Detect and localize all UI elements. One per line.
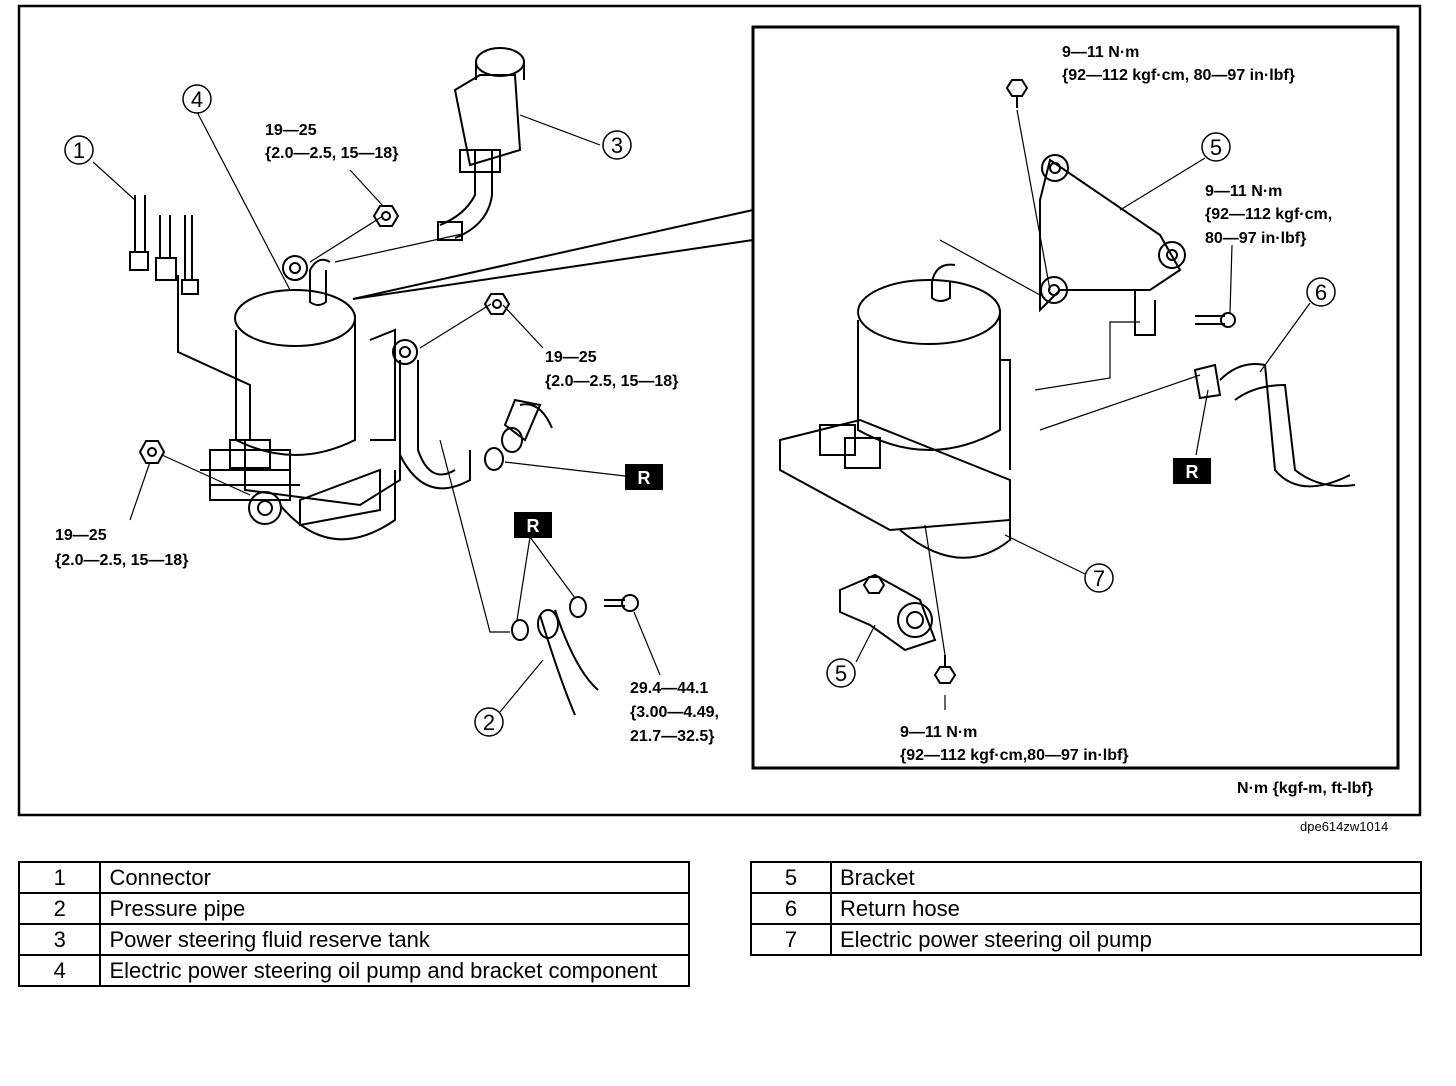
torque-1-line2: {2.0—2.5, 15—18} [265,145,398,162]
figure-code: dpe614zw1014 [1300,819,1389,834]
torque-5-line2: {92—112 kgf·cm, 80—97 in·lbf} [1062,67,1295,84]
svg-text:R: R [527,516,540,536]
svg-text:R: R [1186,462,1199,482]
units-note: N·m {kgf-m, ft-lbf} [1237,780,1373,797]
table-row: 2 Pressure pipe [17,892,690,925]
callout-7: 7 [1093,566,1105,591]
replace-mark-3: R [1173,458,1211,484]
torque-4-line2: {3.00—4.49, [630,704,719,721]
torque-3-line2: {2.0—2.5, 15—18} [55,552,188,569]
part-number: 1 [17,861,102,894]
part-number: 7 [750,923,832,956]
callout-1: 1 [73,138,85,163]
part-name: Electric power steering oil pump [830,923,1422,956]
part-name: Pressure pipe [99,892,690,925]
part-name: Electric power steering oil pump and bra… [99,954,690,987]
table-row: 3 Power steering fluid reserve tank [17,923,690,956]
torque-5-line1: 9—11 N·m [1062,44,1139,61]
torque-6-line3: 80—97 in·lbf} [1205,230,1306,247]
parts-table-left: 1 Connector 2 Pressure pipe 3 Power stee… [17,861,690,987]
torque-2-line1: 19—25 [545,349,597,366]
detail-return-hose-drawing [1193,363,1356,488]
detail-frame [751,25,1400,770]
svg-text:R: R [638,468,651,488]
callout-4: 4 [191,87,203,112]
callout-2: 2 [483,710,495,735]
part-number: 5 [750,861,832,894]
torque-3-line1: 19—25 [55,527,107,544]
part-name: Bracket [830,861,1422,894]
part-number: 3 [17,923,102,956]
torque-1-line1: 19—25 [265,122,317,139]
torque-2-line2: {2.0—2.5, 15—18} [545,373,678,390]
table-row: 5 Bracket [750,861,1422,894]
table-row: 6 Return hose [750,892,1422,925]
torque-6-line2: {92—112 kgf·cm, [1205,206,1332,223]
replace-mark-1: R [625,464,663,490]
part-name: Connector [99,861,690,894]
outer-frame [17,4,1422,817]
torque-7-line1: 9—11 N·m [900,724,977,741]
detail-bracket-upper-drawing [1039,154,1186,336]
table-row: 4 Electric power steering oil pump and b… [17,954,690,987]
detail-bracket-lower-drawing [839,573,937,652]
table-row: 1 Connector [17,861,690,894]
part-name: Return hose [830,892,1422,925]
detail-pump-drawing [779,263,1011,559]
torque-4-line3: 21.7—32.5} [630,728,715,745]
replace-mark-2: R [514,512,552,538]
callout-3: 3 [611,133,623,158]
connector-drawing [129,195,251,440]
exploded-view-diagram: 1 2 3 4 5 5 6 7 R R R 19—25 {2.0—2.5, 15… [17,4,1422,817]
torque-6-line1: 9—11 N·m [1205,183,1282,200]
callout-6: 6 [1315,280,1327,305]
callout-5-lower: 5 [835,661,847,686]
callout-5-upper: 5 [1210,135,1222,160]
torque-4-line1: 29.4—44.1 [630,680,708,697]
torque-7-line2: {92—112 kgf·cm,80—97 in·lbf} [900,747,1129,764]
part-number: 6 [750,892,832,925]
reserve-tank-drawing [453,47,525,173]
part-number: 4 [17,954,102,987]
parts-table-right: 5 Bracket 6 Return hose 7 Electric power… [750,861,1422,956]
part-number: 2 [17,892,102,925]
part-name: Power steering fluid reserve tank [99,923,690,956]
pump-assembly-drawing [200,150,493,541]
table-row: 7 Electric power steering oil pump [750,923,1422,956]
